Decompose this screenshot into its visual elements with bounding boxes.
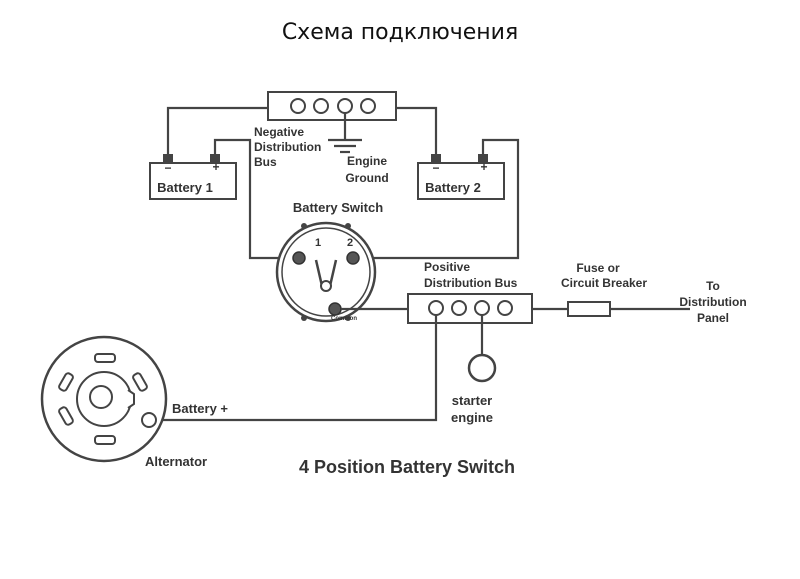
svg-text:Distribution: Distribution: [254, 140, 321, 154]
svg-text:Bus: Bus: [254, 155, 277, 169]
svg-text:Engine: Engine: [347, 154, 387, 168]
svg-text:Negative: Negative: [254, 125, 304, 139]
positive-distribution-bus: [407, 293, 533, 324]
positive-wires: [213, 138, 520, 260]
diagram-caption: 4 Position Battery Switch: [299, 457, 515, 477]
fuse-label: Fuse or Circuit Breaker: [561, 261, 647, 290]
battery-2-minus-label: −: [432, 161, 439, 175]
svg-text:starter: starter: [452, 393, 492, 408]
engine-ground-label: Engine Ground: [345, 154, 388, 185]
positive-bus-label: Positive Distribution Bus: [424, 260, 518, 290]
engine-ground-symbol: [328, 113, 362, 154]
svg-text:Circuit Breaker: Circuit Breaker: [561, 276, 647, 290]
fuse-wire: [532, 301, 690, 317]
negative-wires: [166, 106, 438, 154]
svg-text:Positive: Positive: [424, 260, 470, 274]
battery-switch-label: Battery Switch: [293, 200, 383, 215]
negative-distribution-bus: [267, 91, 397, 121]
negative-bus-label: Negative Distribution Bus: [254, 125, 321, 169]
switch-common-label: Common: [331, 316, 357, 322]
svg-text:Fuse or: Fuse or: [576, 261, 620, 275]
battery-1-plus-label: +: [212, 160, 219, 174]
battery-2: − + Battery 2: [417, 154, 505, 200]
page-title: Схема подключения: [281, 20, 519, 45]
alternator-label: Alternator: [145, 454, 207, 469]
svg-text:Ground: Ground: [345, 171, 388, 185]
battery-2-label: Battery 2: [425, 180, 481, 195]
battery-plus-label: Battery +: [172, 401, 228, 416]
svg-text:To: To: [706, 279, 720, 293]
alternator-wire: [158, 315, 438, 422]
switch-position-2: 2: [347, 237, 353, 249]
svg-text:Distribution: Distribution: [679, 295, 746, 309]
battery-1-minus-label: −: [164, 161, 171, 175]
battery-1: − + Battery 1: [149, 154, 237, 200]
switch-position-1: 1: [315, 237, 321, 249]
svg-text:Distribution Bus: Distribution Bus: [424, 276, 518, 290]
alternator: [40, 335, 168, 463]
svg-text:engine: engine: [451, 410, 493, 425]
battery-2-plus-label: +: [480, 160, 487, 174]
starter-engine: [467, 315, 497, 383]
distribution-panel-label: To Distribution Panel: [679, 279, 746, 325]
svg-text:Panel: Panel: [697, 311, 729, 325]
battery-switch: 1 2 Common: [275, 221, 377, 323]
starter-label: starter engine: [451, 393, 493, 425]
battery-1-label: Battery 1: [157, 180, 213, 195]
